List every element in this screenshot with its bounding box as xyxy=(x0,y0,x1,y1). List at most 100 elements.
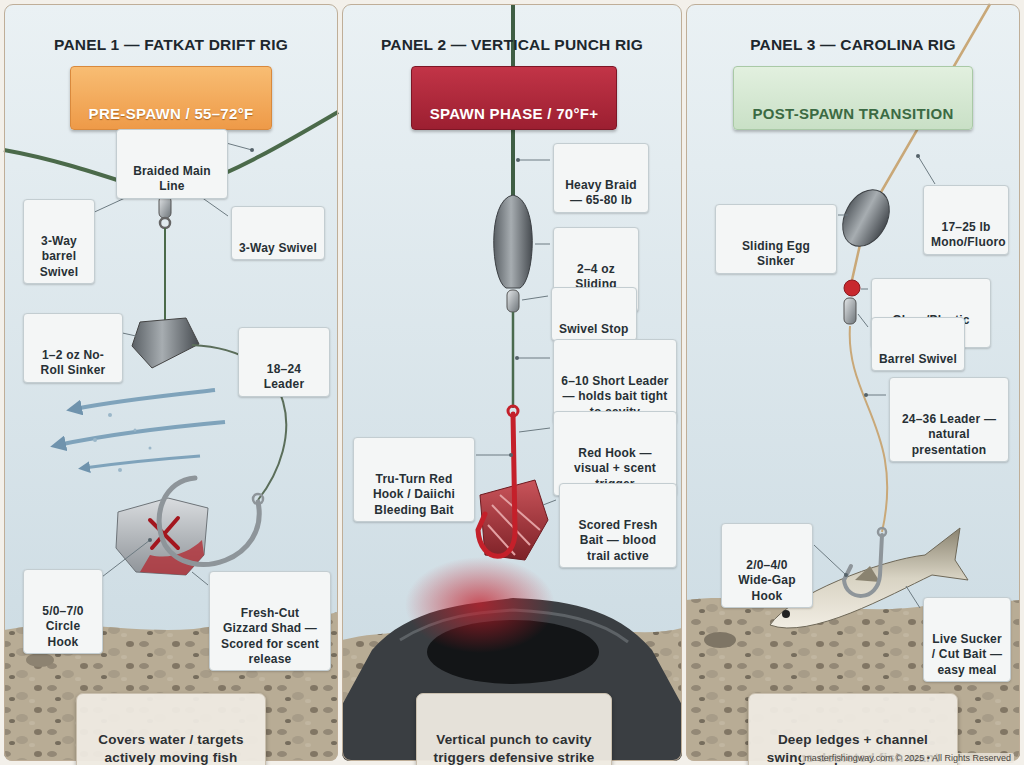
hook-eye xyxy=(253,494,263,504)
red-hook xyxy=(478,414,515,556)
current-arrow xyxy=(74,390,215,409)
rig-panel: PANEL 1 — FATKAT DRIFT RIG PRE-SPAWN / 55… xyxy=(4,4,338,761)
badge-text: PRE-SPAWN / 55–72°F xyxy=(89,105,254,122)
summary-box: Covers water / targets actively moving f… xyxy=(76,693,266,765)
callout-text: 3-Way barrel Swivel xyxy=(31,234,87,280)
callout-label: 3-Way barrel Swivel xyxy=(23,199,95,284)
leader-line xyxy=(838,215,848,216)
callout-text: Braided Main Line xyxy=(124,164,220,195)
leader-line xyxy=(861,289,868,290)
callout-text: Fresh-Cut Gizzard Shad — Scored for scen… xyxy=(217,606,323,667)
wide-gap-hook xyxy=(844,535,882,596)
leader-line xyxy=(522,296,548,300)
leader-dot xyxy=(864,393,868,397)
stone xyxy=(26,653,54,667)
callout-label: 3-Way Swivel xyxy=(231,206,325,260)
leader-lines xyxy=(88,140,935,608)
callout-text: 2/0–4/0 Wide-Gap Hook xyxy=(729,558,805,604)
leader-line xyxy=(906,586,920,608)
current-arrow xyxy=(84,456,200,468)
panel-heading: PANEL 1 — FATKAT DRIFT RIG xyxy=(5,36,337,54)
callout-label: Sliding Egg Sinker xyxy=(715,204,837,274)
callout-text: 18–24 Leader xyxy=(246,362,322,393)
leader-line xyxy=(858,314,868,327)
sliding-sinker xyxy=(494,195,533,288)
hook-eye xyxy=(508,406,518,416)
current-arrow xyxy=(58,422,225,445)
rig-panel: PANEL 2 — VERTICAL PUNCH RIGSPAWN PHASE … xyxy=(342,4,682,761)
panel-heading: PANEL 3 — CAROLINA RIG xyxy=(687,36,1019,54)
callout-text: 17–25 lb Mono/Fluoro xyxy=(931,220,1001,251)
phase-badge: POST-SPAWN TRANSITION xyxy=(733,66,972,130)
callout-label: Fresh-Cut Gizzard Shad — Scored for scen… xyxy=(209,571,331,671)
dropper-line xyxy=(164,228,166,322)
callout-text: Heavy Braid — 65-80 lb xyxy=(561,178,641,209)
particle xyxy=(118,468,122,472)
leader-line xyxy=(866,395,886,396)
particle xyxy=(149,447,152,450)
watermark: masterfishingway.com © 2025 • All Rights… xyxy=(801,753,1014,763)
leader-line xyxy=(98,540,150,580)
leader-dot xyxy=(916,154,920,158)
leader-line xyxy=(814,545,846,575)
callout-text: Swivel Stop xyxy=(559,322,629,337)
summary-text: Covers water / targets actively moving f… xyxy=(89,731,253,765)
callout-label: 1–2 oz No-Roll Sinker xyxy=(23,313,123,383)
leader-dot xyxy=(148,538,152,542)
rig-panel: PANEL 3 — CAROLINA RIG POST-SPAWN TRANSIT… xyxy=(686,4,1020,761)
leader-line xyxy=(918,156,935,184)
callout-text: Live Sucker / Cut Bait — easy meal xyxy=(931,632,1003,678)
swivel-ring xyxy=(160,218,170,228)
particle xyxy=(93,438,97,442)
water-background xyxy=(342,4,682,761)
circle-hook xyxy=(159,478,259,565)
callout-text: Scored Fresh Bait — blood trail active xyxy=(567,518,669,564)
particle xyxy=(108,413,112,417)
phase-badge: SPAWN PHASE / 70°F+ xyxy=(411,66,618,130)
water-background xyxy=(686,4,1020,761)
callout-label: 17–25 lb Mono/Fluoro xyxy=(923,185,1009,255)
callout-label: Barrel Swivel xyxy=(871,317,965,371)
egg-sinker xyxy=(833,182,898,255)
leader-dot xyxy=(844,573,848,577)
fish-eye xyxy=(782,610,790,618)
no-roll-sinker xyxy=(132,318,199,368)
leader-line xyxy=(517,358,550,359)
callout-text: 5/0–7/0 Circle Hook xyxy=(31,604,95,650)
fish-fin xyxy=(855,566,880,582)
leader-line xyxy=(543,500,556,505)
leader-line xyxy=(476,455,511,456)
callout-text: Sliding Egg Sinker xyxy=(723,239,829,270)
bead xyxy=(844,280,860,296)
barrel-swivel xyxy=(844,298,856,324)
swivel-barrel xyxy=(159,196,171,218)
leader-dot xyxy=(516,158,520,162)
callout-text: 1–2 oz No-Roll Sinker xyxy=(31,348,115,379)
leader-line xyxy=(518,160,550,161)
callout-text: 3-Way Swivel xyxy=(239,241,317,256)
summary-box: Vertical punch to cavity triggers defens… xyxy=(416,693,612,765)
badge-text: SPAWN PHASE / 70°F+ xyxy=(430,105,599,122)
callout-label: Swivel Stop xyxy=(551,287,637,341)
hook-eye xyxy=(878,528,886,536)
callout-label: Braided Main Line xyxy=(116,129,228,199)
leader-dots xyxy=(136,148,920,577)
callout-text: Barrel Swivel xyxy=(879,352,957,367)
callout-label: 5/0–7/0 Circle Hook xyxy=(23,569,103,654)
callout-text: Tru-Turn Red Hook / Daiichi Bleeding Bai… xyxy=(361,472,467,518)
bait-blood xyxy=(140,540,204,575)
stone xyxy=(704,632,736,648)
phase-badge: PRE-SPAWN / 55–72°F xyxy=(70,66,273,130)
callout-label: 2/0–4/0 Wide-Gap Hook xyxy=(721,523,813,608)
callout-text: 24–36 Leader — natural presentation xyxy=(897,412,1001,458)
drift-rig xyxy=(4,112,338,575)
leader-dot xyxy=(250,148,254,152)
leader-line xyxy=(519,428,550,432)
particle xyxy=(134,429,137,432)
callout-label: Heavy Braid — 65-80 lb xyxy=(553,143,649,213)
water-background xyxy=(4,4,338,761)
scent-particles xyxy=(93,413,152,472)
callout-label: 24–36 Leader — natural presentation xyxy=(889,377,1009,462)
leader-dot xyxy=(515,356,519,360)
swivel-stop xyxy=(507,290,519,312)
